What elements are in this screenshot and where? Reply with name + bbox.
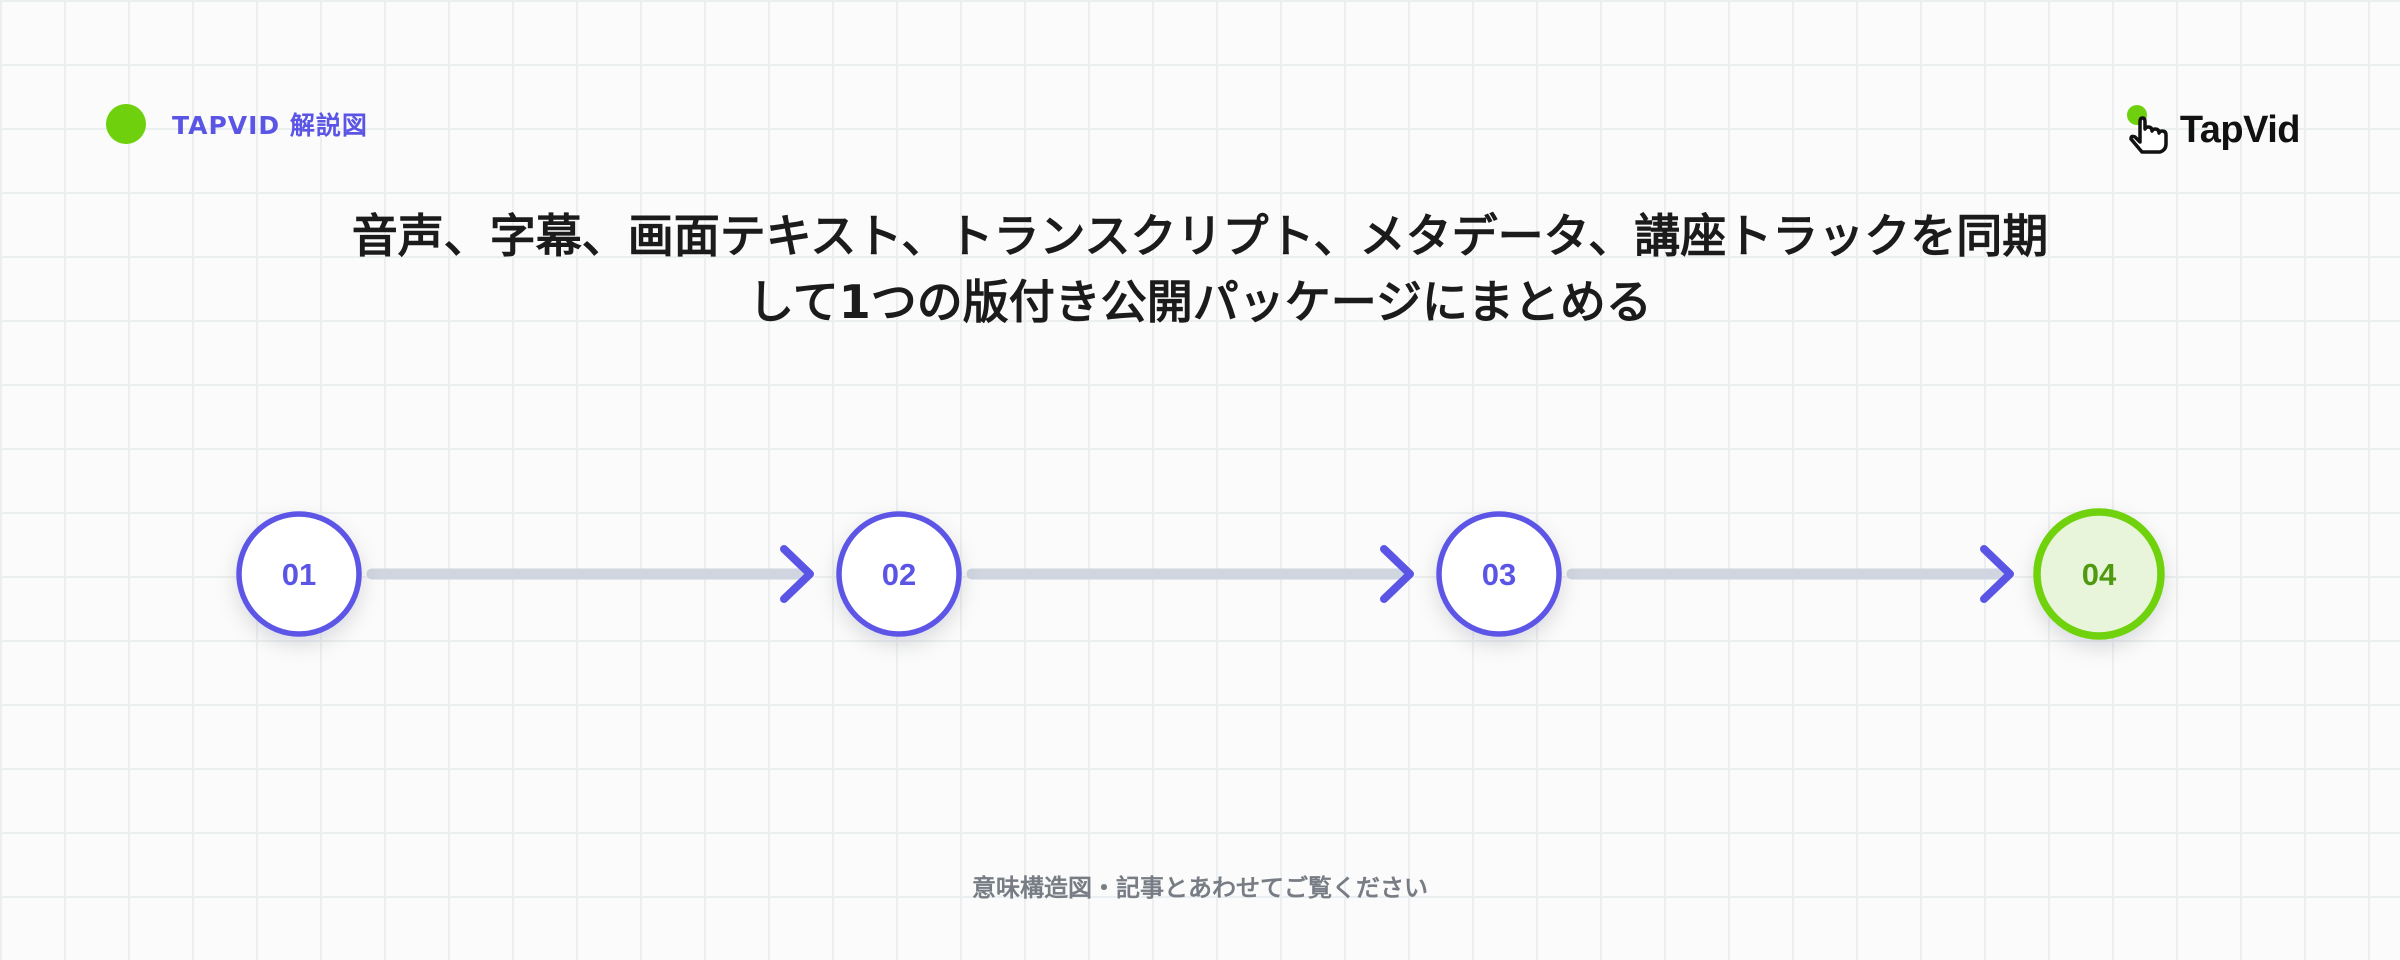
footer-caption: 意味構造図・記事とあわせてご覧ください [972,874,1428,902]
connector-3-4 [1566,545,2014,603]
step-label-03: 03 [1482,557,1516,592]
connector-2-3 [966,545,1414,603]
connector-1-2 [366,545,814,603]
step-label-01: 01 [282,557,316,592]
step-node-01: 01 [236,511,362,637]
tap-hand-icon [2126,105,2168,154]
title-line-2: して1つの版付き公開パッケージにまとめる [748,275,1652,329]
brand-tag: TAPVID 解説図 [106,102,368,146]
page-title: 音声、字幕、画面テキスト、トランスクリプト、メタデータ、講座トラックを同期 して… [200,203,2200,335]
green-dot-icon [106,104,146,144]
title-line-1: 音声、字幕、画面テキスト、トランスクリプト、メタデータ、講座トラックを同期 [351,209,2049,263]
step-label-02: 02 [882,557,916,592]
step-node-03: 03 [1436,511,1562,637]
arrow-right-icon [1980,545,2014,603]
logo-wordmark: TapVid [2179,108,2301,151]
brand-tag-label: TAPVID 解説図 [172,111,368,140]
step-label-04: 04 [2082,557,2117,592]
arrow-right-icon [780,545,814,603]
step-node-02: 02 [836,511,962,637]
arrow-right-icon [1380,545,1414,603]
step-node-04: 04 [2033,508,2165,640]
tapvid-logo: TapVid [2124,100,2301,160]
